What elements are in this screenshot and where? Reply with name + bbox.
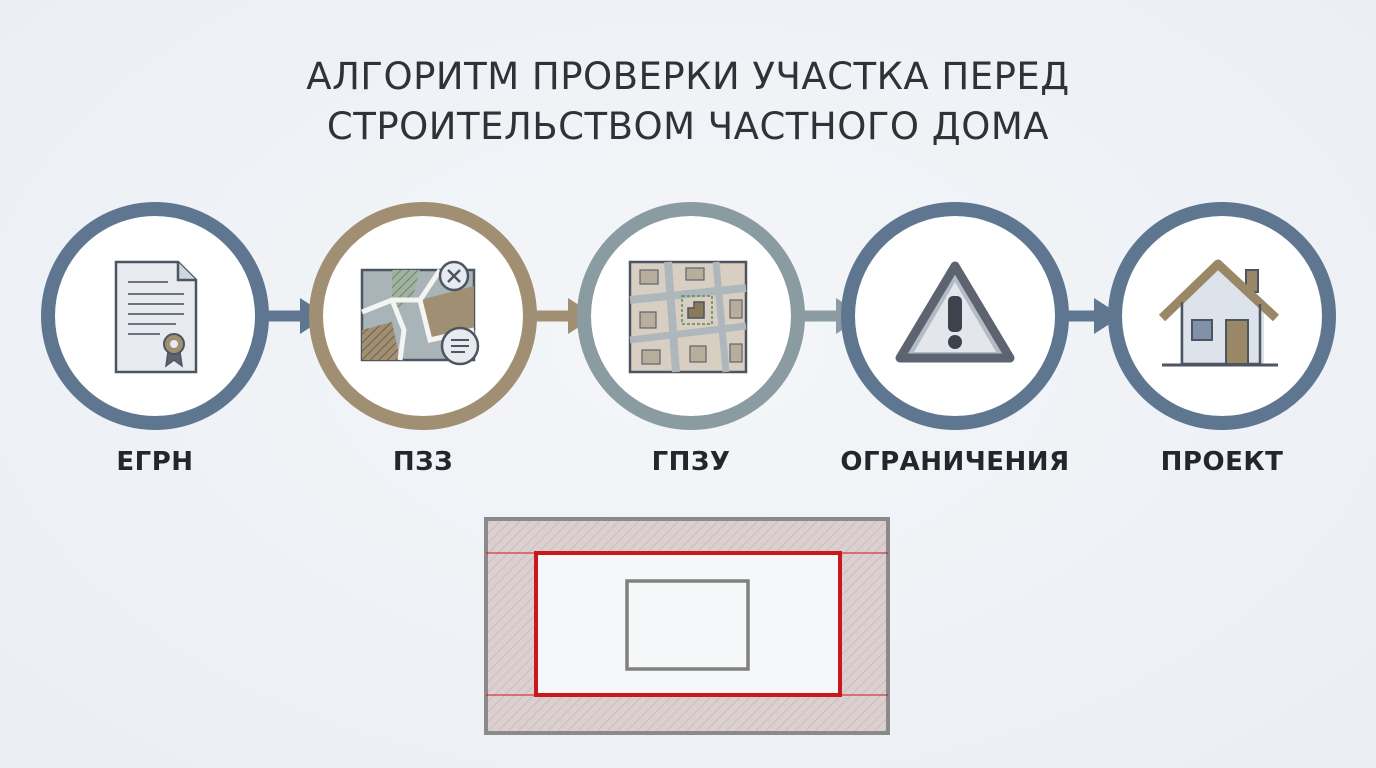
zoning-map-icon	[360, 260, 480, 366]
step-circle-project	[1108, 202, 1336, 430]
lot-setback-diagram	[484, 517, 890, 735]
warning-icon	[895, 261, 1015, 363]
step-label-project: ПРОЕКТ	[1160, 447, 1284, 477]
step-label-egrn: ЕГРН	[116, 447, 194, 477]
site-plan-icon	[628, 260, 748, 374]
title-line-2: СТРОИТЕЛЬСТВОМ ЧАСТНОГО ДОМА	[326, 105, 1050, 148]
process-flow	[41, 202, 1336, 430]
title-line-1: АЛГОРИТМ ПРОВЕРКИ УЧАСТКА ПЕРЕД	[306, 55, 1070, 98]
step-circle-gpzu	[577, 202, 805, 430]
page-title: АЛГОРИТМ ПРОВЕРКИ УЧАСТКА ПЕРЕД СТРОИТЕЛ…	[0, 52, 1376, 152]
step-label-pzz: ПЗЗ	[392, 447, 454, 477]
step-label-gpzu: ГПЗУ	[651, 447, 731, 477]
step-label-restrictions: ОГРАНИЧЕНИЯ	[840, 447, 1070, 477]
step-circle-restrictions	[841, 202, 1069, 430]
house-icon	[1158, 259, 1280, 367]
step-circle-egrn	[41, 202, 269, 430]
house-footprint	[625, 579, 750, 671]
step-circle-pzz	[309, 202, 537, 430]
document-certificate-icon	[114, 260, 198, 374]
